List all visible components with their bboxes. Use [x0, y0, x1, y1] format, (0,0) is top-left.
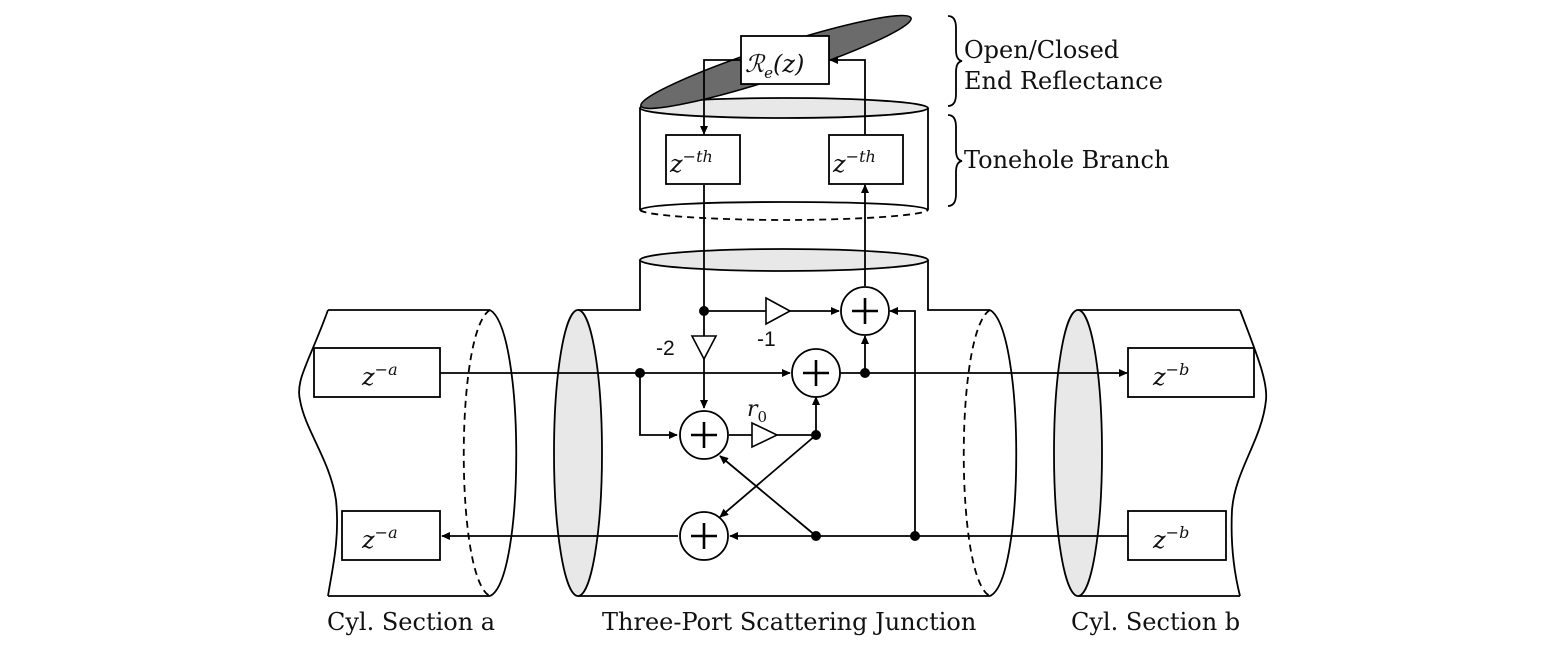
junction-body: [553, 248, 1018, 597]
delay-a-top: z−a: [313, 347, 441, 398]
section-b-ellipse: [1053, 309, 1103, 597]
tonehole-branch-label: Tonehole Branch: [964, 146, 1169, 174]
svg-text:z−th: z−th: [669, 147, 713, 178]
brace-end-reflectance: [947, 15, 963, 107]
tonehole-top-ellipse: [639, 97, 929, 119]
section-b-caption: Cyl. Section b: [1071, 608, 1240, 636]
end-reflectance-label-line2: End Reflectance: [964, 67, 1163, 95]
node-dot: [635, 368, 645, 378]
node-dot: [910, 531, 920, 541]
delay-a-bottom: z−a: [341, 510, 441, 561]
junction-top-ellipse: [639, 248, 929, 272]
end-reflectance-label-line1: Open/Closed: [964, 36, 1119, 64]
junction-caption: Three-Port Scattering Junction: [602, 608, 976, 636]
gain-r0-amplifier: [751, 421, 779, 449]
adder-left: [679, 410, 729, 460]
delay-b-top: z−b: [1127, 347, 1255, 398]
delay-tonehole-left: z−th: [665, 134, 741, 185]
tonehole-cylinder: [639, 14, 929, 221]
svg-text:z−a: z−a: [361, 523, 398, 554]
svg-text:ℛe(z): ℛe(z): [745, 50, 804, 82]
cylinder-section-a: [298, 309, 518, 597]
signal-wires: [440, 55, 1128, 541]
cylinder-section-b: [1053, 309, 1268, 597]
node-dot: [811, 430, 821, 440]
delay-b-bottom: z−b: [1127, 510, 1227, 561]
end-reflectance-box: ℛe(z): [740, 35, 830, 85]
gain-minus-two-amplifier: [690, 335, 718, 361]
adder-bottom: [679, 511, 729, 561]
delay-tonehole-right: z−th: [828, 134, 904, 185]
gain-minus-one-label: -1: [757, 328, 776, 351]
gain-r0-label: r0: [747, 397, 767, 426]
section-a-caption: Cyl. Section a: [327, 608, 495, 636]
junction-dots: [635, 306, 920, 541]
svg-text:z−a: z−a: [361, 360, 398, 391]
svg-text:z−b: z−b: [1152, 360, 1189, 391]
adder-center: [791, 348, 841, 398]
gain-minus-one-amplifier: [765, 296, 792, 326]
brace-tonehole-branch: [947, 114, 963, 207]
adder-top: [840, 286, 890, 336]
gain-minus-two-label: -2: [656, 337, 675, 360]
node-dot: [699, 306, 709, 316]
node-dot: [811, 531, 821, 541]
svg-text:z−b: z−b: [1152, 523, 1189, 554]
node-dot: [860, 368, 870, 378]
svg-text:z−th: z−th: [832, 147, 876, 178]
junction-left-ellipse: [553, 309, 603, 597]
